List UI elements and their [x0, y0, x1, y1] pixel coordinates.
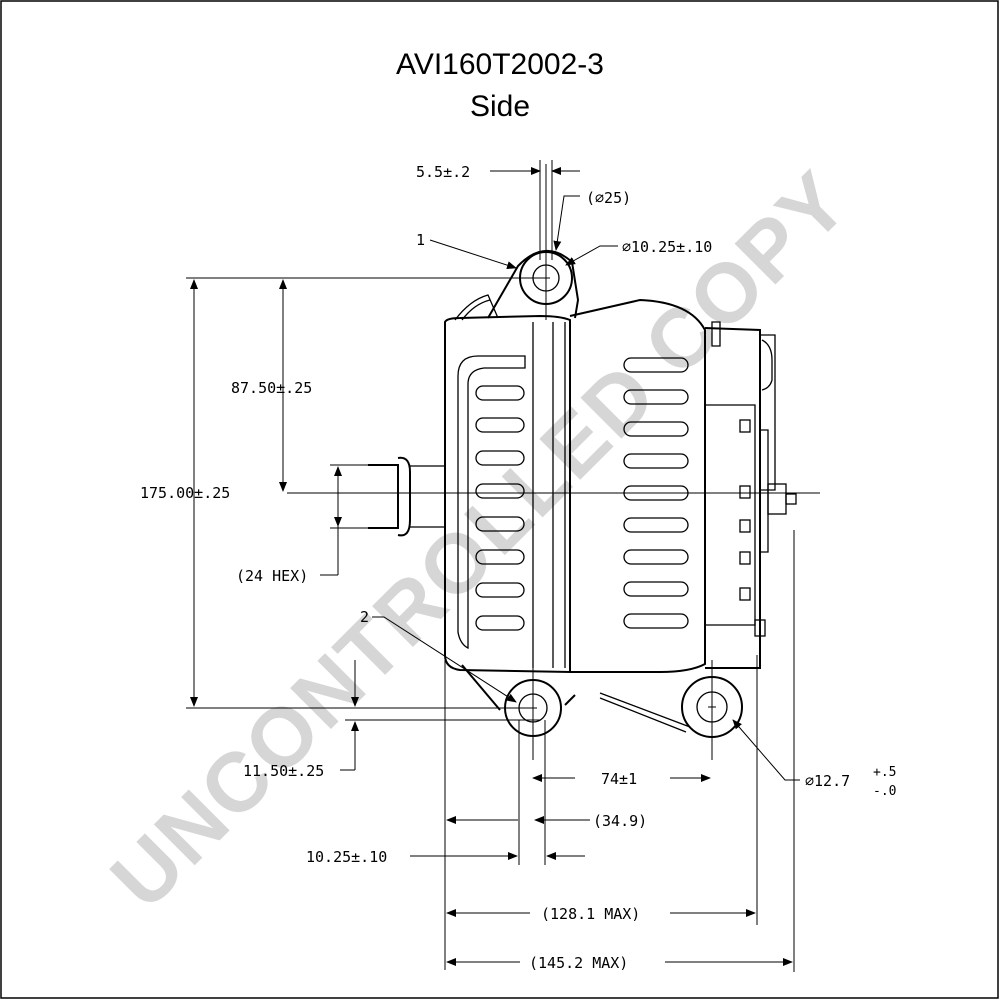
dimension-labels: 5.5±.2 (∅25) ∅10.25±.10 1 87.50±.25 175.…: [140, 163, 896, 972]
dim-175: 175.00±.25: [140, 484, 230, 502]
dim-dia-12-7: ∅12.7: [805, 772, 850, 790]
dim-dia-25: (∅25): [586, 189, 631, 207]
center-lines: [287, 164, 820, 760]
dim-dia-10-25: ∅10.25±.10: [622, 238, 712, 256]
dim-74: 74±1: [601, 770, 637, 788]
drawing-title: AVI160T2002-3: [396, 48, 604, 81]
dim-10-25: 10.25±.10: [306, 848, 387, 866]
dim-87-50: 87.50±.25: [231, 379, 312, 397]
alternator-body: [368, 249, 797, 738]
dim-11-50: 11.50±.25: [243, 762, 324, 780]
dim-tol-plus: +.5: [873, 765, 896, 780]
dim-24-hex: (24 HEX): [236, 567, 308, 585]
drawing-subtitle: Side: [470, 90, 530, 123]
dim-34-9: (34.9): [593, 812, 647, 830]
dim-tol-minus: -.0: [873, 784, 896, 799]
dim-128-1-max: (128.1 MAX): [541, 905, 640, 923]
callout-1: 1: [416, 231, 425, 249]
dim-5-5: 5.5±.2: [416, 163, 470, 181]
dimension-lines: [186, 160, 800, 972]
dim-145-2-max: (145.2 MAX): [529, 954, 628, 972]
callout-2: 2: [360, 608, 369, 626]
watermark-text: UNCONTROLLED COPY: [93, 153, 867, 927]
